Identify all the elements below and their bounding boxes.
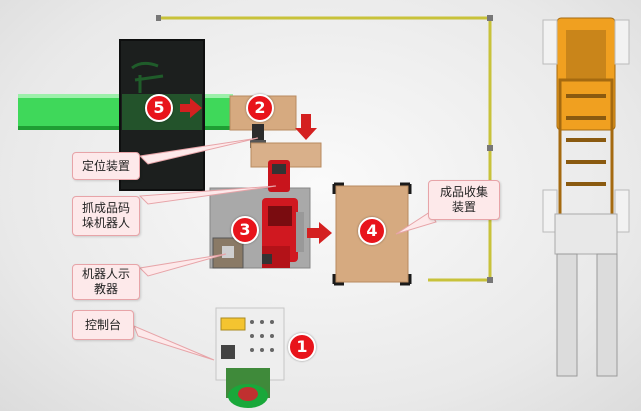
fence-posts (156, 15, 493, 283)
station-badge-1: 1 (288, 333, 316, 361)
station-badge-2: 2 (246, 94, 274, 122)
forklift (542, 17, 630, 377)
callout-positioning-device: 定位装置 (72, 152, 140, 180)
station-badge-3: 3 (231, 216, 259, 244)
arrow-right-conveyor-icon (180, 98, 202, 118)
arrow-down-icon (295, 114, 317, 140)
callout-pointers (133, 137, 437, 361)
callout-teach-pendant: 机器人示 教器 (72, 264, 140, 300)
control-console (215, 307, 285, 408)
station-badge-4: 4 (358, 217, 386, 245)
station-badge-5: 5 (145, 94, 173, 122)
callout-collection-device: 成品收集 装置 (428, 180, 500, 220)
callout-palletizing-robot: 抓成品码 垛机器人 (72, 196, 140, 236)
flow-arrows (180, 98, 332, 244)
palletizing-robot (262, 160, 304, 268)
input-conveyor (18, 94, 233, 130)
callout-control-console: 控制台 (72, 310, 134, 340)
arrow-right-robot-icon (307, 222, 332, 244)
